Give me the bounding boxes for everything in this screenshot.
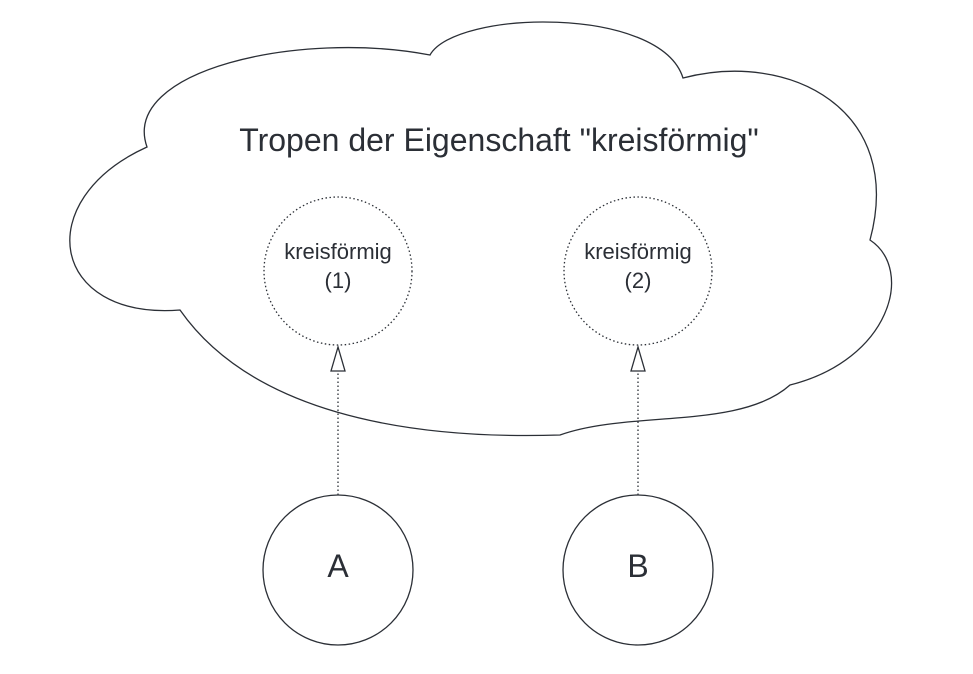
trope-label-1: kreisförmig	[284, 239, 392, 264]
trope-number-2: (2)	[625, 268, 652, 293]
trope-node-2: kreisförmig (2)	[563, 196, 713, 346]
connector-b	[630, 344, 646, 495]
trope-label-2: kreisförmig	[584, 239, 692, 264]
connector-a	[330, 344, 346, 495]
object-circle-b	[562, 494, 714, 646]
object-node-a: A	[262, 494, 414, 646]
cloud-shape	[69, 21, 893, 437]
arrowhead-b	[630, 344, 646, 372]
trope-number-1: (1)	[325, 268, 352, 293]
object-node-b: B	[562, 494, 714, 646]
object-label-b: B	[627, 548, 648, 584]
trope-node-1: kreisförmig (1)	[263, 196, 413, 346]
arrowhead-a	[330, 344, 346, 372]
cloud-title: Tropen der Eigenschaft "kreisförmig"	[239, 122, 759, 158]
object-circle-a	[262, 494, 414, 646]
object-label-a: A	[327, 548, 349, 584]
